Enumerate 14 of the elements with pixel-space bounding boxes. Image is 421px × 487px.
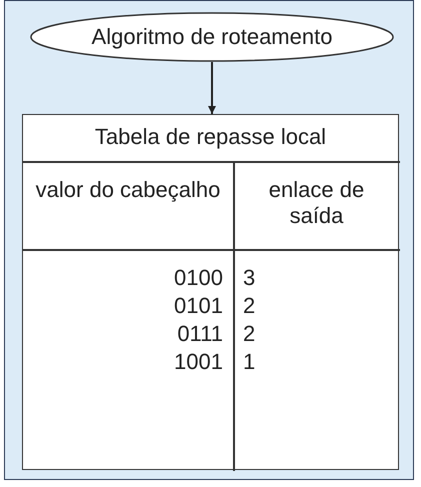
process-ellipse: Algoritmo de roteamento [30,12,394,62]
table-cell: 1001 [174,349,223,375]
table-cell: 0101 [174,293,223,319]
table-title: Tabela de repasse local [94,124,328,150]
forwarding-table [22,114,399,470]
table-cell: 2 [243,293,256,319]
table-cell: 2 [243,321,256,347]
column-header: valor do cabeçalho [34,177,222,203]
column-header: enlace de saída [268,177,366,229]
table-cell: 3 [243,265,256,291]
table-cell: 0100 [174,265,223,291]
arrow [208,62,216,114]
table-cell: 1 [243,349,256,375]
table-cell: 0111 [177,321,223,347]
